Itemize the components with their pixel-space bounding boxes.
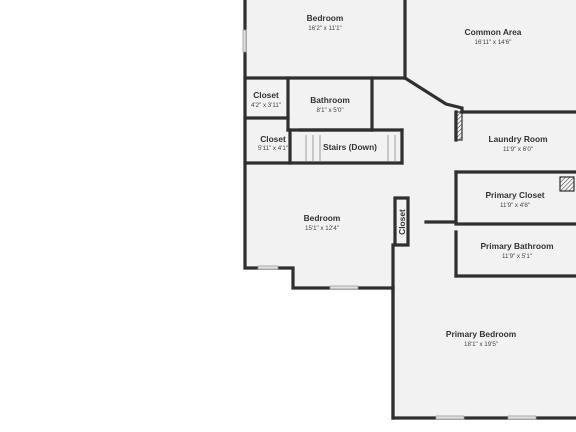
room-dimensions: 15'1" x 12'4" — [305, 225, 339, 232]
room-name: Primary Bathroom — [480, 241, 553, 251]
room-primary-bathroom: Primary Bathroom 11'9" x 5'1" — [480, 241, 553, 260]
room-dimensions: 11'9" x 5'1" — [502, 253, 532, 260]
stairs-treads — [305, 135, 396, 161]
room-name: Laundry Room — [488, 134, 547, 144]
room-closet-3: Closet — [397, 209, 407, 235]
room-name: Common Area — [465, 27, 522, 37]
room-bathroom: Bathroom 8'1" x 5'0" — [310, 95, 350, 114]
room-name: Bathroom — [310, 95, 350, 105]
room-dimensions: 18'1" x 19'5" — [464, 341, 498, 348]
room-primary-bedroom: Primary Bedroom 18'1" x 19'5" — [446, 329, 516, 348]
room-name: Stairs (Down) — [323, 142, 377, 152]
interior-walls — [243, 0, 576, 420]
utility-chases — [454, 111, 575, 192]
room-name: Bedroom — [304, 213, 341, 223]
room-dimensions: 8'1" x 5'0" — [316, 107, 343, 114]
room-name: Primary Closet — [485, 190, 544, 200]
room-dimensions: 16'2" x 11'1" — [308, 25, 341, 32]
room-closet-2: Closet 5'11" x 4'1" — [258, 134, 288, 152]
room-dimensions: 4'2" x 3'11" — [251, 102, 281, 109]
room-name: Primary Bedroom — [446, 329, 516, 339]
windows — [242, 29, 537, 420]
room-bedroom-mid: Bedroom 15'1" x 12'4" — [304, 213, 341, 232]
room-dimensions: 5'11" x 4'1" — [258, 145, 288, 152]
floor-area — [245, 0, 576, 418]
room-dimensions: 16'11" x 14'6" — [475, 39, 512, 46]
room-bedroom-top: Bedroom 16'2" x 11'1" — [307, 13, 344, 32]
room-labels: Bedroom 16'2" x 11'1" Common Area 16'11"… — [251, 13, 554, 348]
room-dimensions: 11'9" x 6'0" — [503, 146, 533, 153]
room-name: Closet — [260, 134, 286, 144]
room-name: Closet — [253, 90, 279, 100]
room-primary-closet: Primary Closet 11'9" x 4'8" — [485, 190, 544, 209]
room-stairs: Stairs (Down) — [323, 142, 377, 152]
room-laundry-room: Laundry Room 11'9" x 6'0" — [488, 134, 547, 153]
room-dimensions: 11'9" x 4'8" — [500, 202, 530, 209]
room-closet-1: Closet 4'2" x 3'11" — [251, 90, 281, 109]
room-name: Closet — [397, 209, 407, 235]
room-common-area: Common Area 16'11" x 14'6" — [465, 27, 522, 46]
room-name: Bedroom — [307, 13, 344, 23]
